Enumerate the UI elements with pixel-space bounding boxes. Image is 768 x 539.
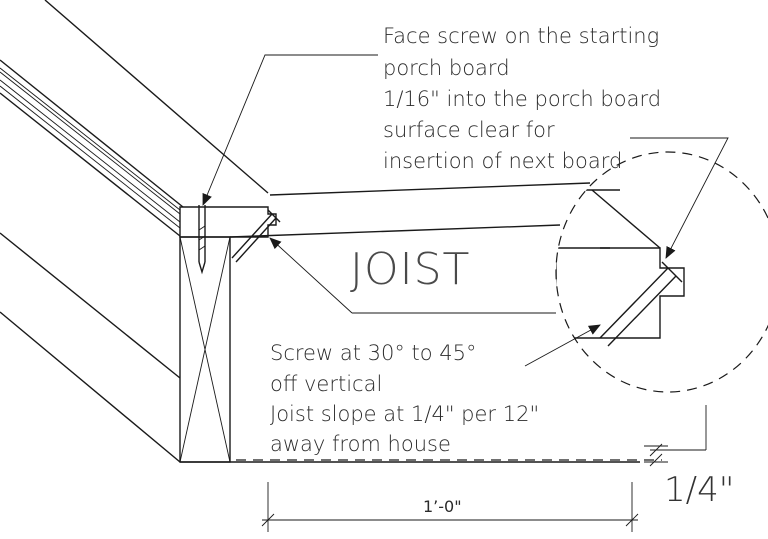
top-note-line-4: surface clear for — [383, 118, 555, 142]
leader-lines — [202, 54, 729, 367]
top-note-line-5: insertion of next board — [383, 149, 622, 173]
porch-board-section — [179, 206, 277, 238]
detail-callout — [555, 151, 768, 393]
span-dimension-label: 1’-0" — [423, 497, 462, 516]
joist-section — [179, 236, 231, 463]
bottom-note: Screw at 30° to 45° off vertical Joist s… — [270, 341, 539, 456]
top-note-line-3: 1/16" into the porch board — [383, 87, 661, 111]
joist-perspective — [0, 182, 640, 463]
dimension-drop — [644, 405, 707, 467]
joist-label: JOIST — [350, 244, 470, 295]
bottom-note-line-4: away from house — [270, 432, 451, 456]
porch-board-perspective — [0, 0, 269, 237]
angled-screw — [231, 209, 281, 263]
bottom-note-line-1: Screw at 30° to 45° — [270, 341, 476, 365]
bottom-note-line-3: Joist slope at 1/4" per 12" — [270, 402, 539, 426]
face-screw — [198, 205, 206, 275]
dimension-span — [261, 482, 639, 532]
drop-dimension-label: 1/4" — [664, 470, 734, 510]
bottom-note-line-2: off vertical — [270, 372, 382, 396]
top-note-line-1: Face screw on the starting — [383, 24, 659, 48]
top-note-line-2: porch board — [383, 56, 510, 80]
top-note: Face screw on the starting porch board 1… — [383, 24, 661, 173]
